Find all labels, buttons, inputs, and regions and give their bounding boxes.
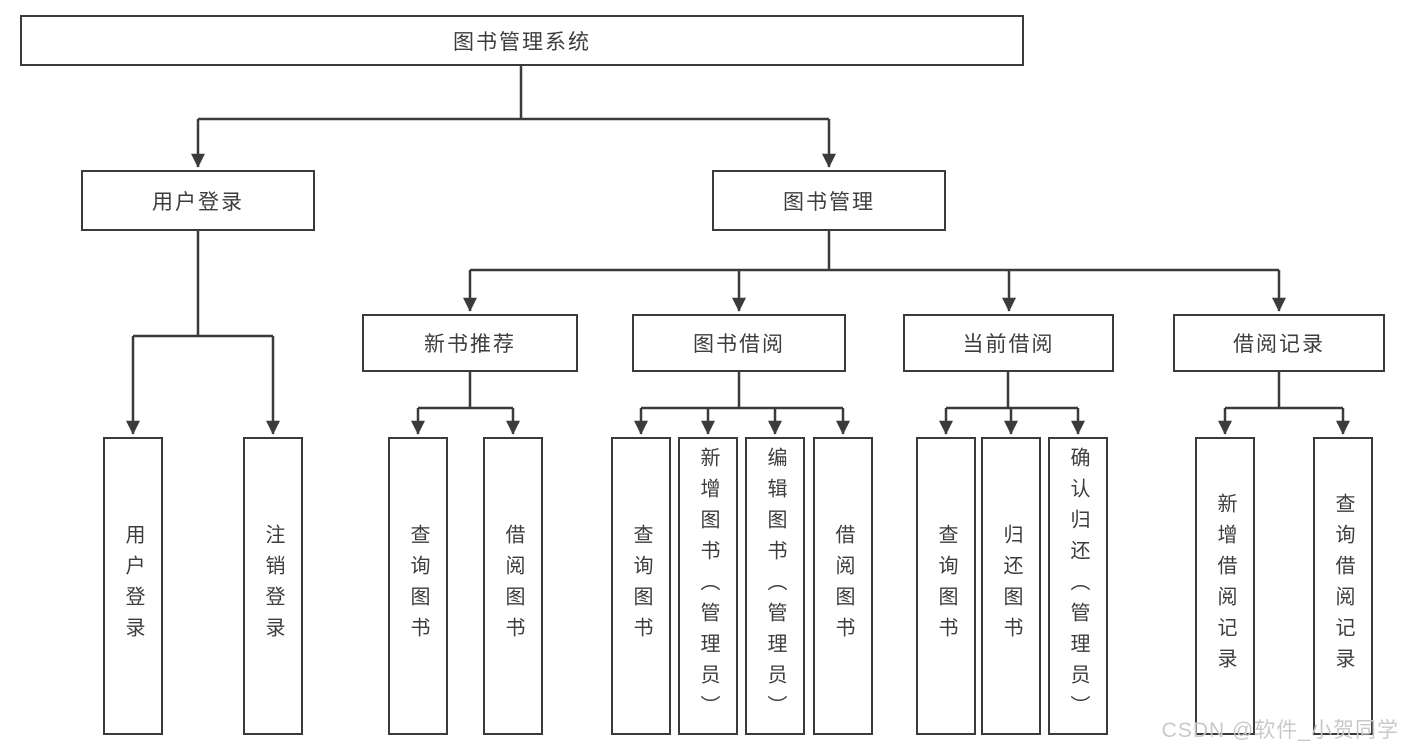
node-book-borrow: 图书借阅 <box>632 314 846 372</box>
node-root-label: 图书管理系统 <box>453 30 591 54</box>
leaf-query-borrow-record-label: 查询借阅记录 <box>1332 493 1354 679</box>
node-book-management-label: 图书管理 <box>783 190 875 214</box>
leaf-borrow-books: 借阅图书 <box>813 437 873 735</box>
leaf-borrow-books-label: 借阅图书 <box>832 524 854 648</box>
leaf-confirm-return-admin-label: 确认归还（管理员） <box>1067 446 1089 726</box>
leaf-query-books-recommend-label: 查询图书 <box>407 524 429 648</box>
node-user-login-label: 用户登录 <box>152 190 244 214</box>
leaf-confirm-return-admin: 确认归还（管理员） <box>1048 437 1108 735</box>
leaf-query-books-current: 查询图书 <box>916 437 976 735</box>
node-current-borrow: 当前借阅 <box>903 314 1114 372</box>
leaf-return-books: 归还图书 <box>981 437 1041 735</box>
leaf-query-books-borrow-label: 查询图书 <box>630 524 652 648</box>
leaf-edit-books-admin-label: 编辑图书（管理员） <box>764 446 786 726</box>
leaf-query-books-current-label: 查询图书 <box>935 524 957 648</box>
node-borrow-records-label: 借阅记录 <box>1233 333 1325 356</box>
leaf-query-books-recommend: 查询图书 <box>388 437 448 735</box>
leaf-borrow-books-recommend-label: 借阅图书 <box>502 524 524 648</box>
leaf-return-books-label: 归还图书 <box>1000 524 1022 648</box>
node-user-login: 用户登录 <box>81 170 315 231</box>
leaf-user-login-label: 用户登录 <box>122 524 144 648</box>
leaf-query-borrow-record: 查询借阅记录 <box>1313 437 1373 735</box>
node-current-borrow-label: 当前借阅 <box>962 333 1055 356</box>
node-new-book-recommend-label: 新书推荐 <box>424 333 516 356</box>
leaf-add-books-admin: 新增图书（管理员） <box>678 437 738 735</box>
leaf-borrow-books-recommend: 借阅图书 <box>483 437 543 735</box>
leaf-add-books-admin-label: 新增图书（管理员） <box>697 446 719 726</box>
node-book-management: 图书管理 <box>712 170 946 231</box>
leaf-query-books-borrow: 查询图书 <box>611 437 671 735</box>
leaf-edit-books-admin: 编辑图书（管理员） <box>745 437 805 735</box>
node-new-book-recommend: 新书推荐 <box>362 314 578 372</box>
leaf-add-borrow-record: 新增借阅记录 <box>1195 437 1255 735</box>
node-root-system: 图书管理系统 <box>20 15 1024 66</box>
leaf-add-borrow-record-label: 新增借阅记录 <box>1214 493 1236 679</box>
leaf-user-login: 用户登录 <box>103 437 163 735</box>
node-book-borrow-label: 图书借阅 <box>693 333 785 356</box>
node-borrow-records: 借阅记录 <box>1173 314 1385 372</box>
leaf-logout: 注销登录 <box>243 437 303 735</box>
leaf-logout-label: 注销登录 <box>262 524 284 648</box>
